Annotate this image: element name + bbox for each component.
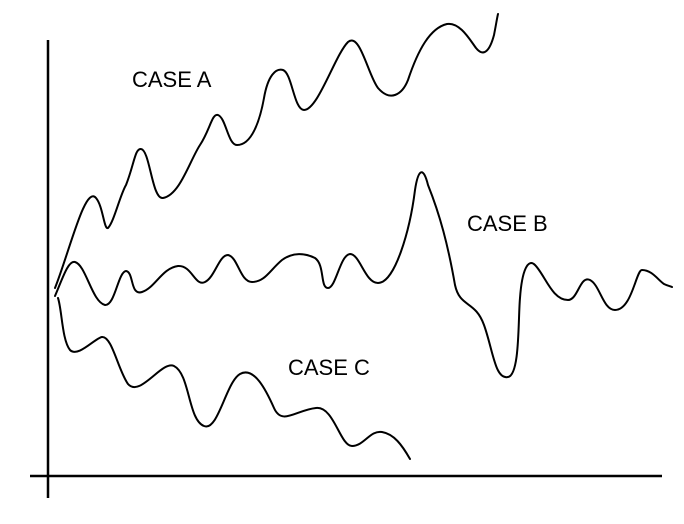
case-a-curve — [54, 13, 499, 289]
case-b-curve — [54, 171, 673, 379]
case-c-curve — [57, 297, 411, 460]
case-a-label: CASE A — [132, 67, 212, 92]
case-b-label: CASE B — [467, 211, 548, 236]
case-c-label: CASE C — [288, 355, 370, 380]
